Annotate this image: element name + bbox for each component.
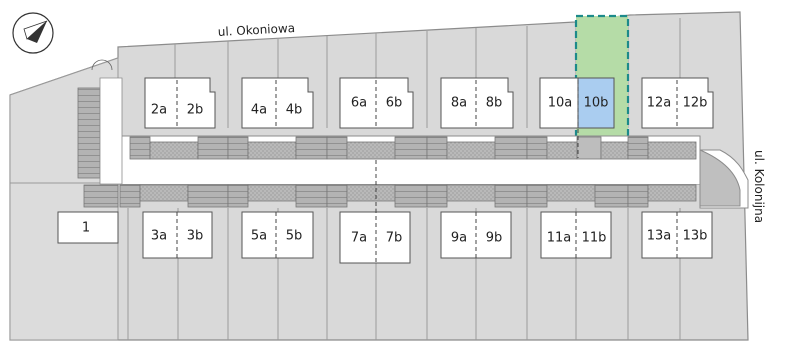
north-driveways bbox=[129, 136, 697, 160]
unit-label[interactable]: 5b bbox=[286, 229, 303, 244]
unit-label[interactable]: 4a bbox=[251, 103, 267, 118]
unit-label[interactable]: 10a bbox=[548, 96, 573, 111]
road-strip bbox=[118, 160, 700, 184]
unit-label[interactable]: 6a bbox=[351, 96, 367, 111]
unit-label[interactable]: 2a bbox=[151, 103, 167, 118]
unit-label[interactable]: 2b bbox=[187, 103, 204, 118]
unit-label[interactable]: 11a bbox=[547, 231, 572, 246]
unit-label[interactable]: 3a bbox=[151, 229, 167, 244]
unit-label-selected[interactable]: 10b bbox=[584, 96, 609, 111]
street-label-east: ul. Kolonijna bbox=[752, 150, 766, 223]
north-arrow-icon bbox=[12, 12, 54, 54]
unit-label[interactable]: 7b bbox=[386, 231, 403, 246]
west-parking-lot bbox=[77, 59, 123, 185]
street-label-north: ul. Okoniowa bbox=[217, 21, 295, 39]
unit-label[interactable]: 13b bbox=[683, 229, 708, 244]
unit-label[interactable]: 13a bbox=[647, 229, 672, 244]
unit-label[interactable]: 7a bbox=[351, 231, 367, 246]
unit-label[interactable]: 8a bbox=[451, 96, 467, 111]
unit-label[interactable]: 8b bbox=[486, 96, 503, 111]
unit-label[interactable]: 11b bbox=[582, 231, 607, 246]
unit-label[interactable]: 1 bbox=[82, 221, 90, 236]
unit-label[interactable]: 12b bbox=[683, 96, 708, 111]
unit-label[interactable]: 5a bbox=[251, 229, 267, 244]
unit-label[interactable]: 9a bbox=[451, 231, 467, 246]
unit-label[interactable]: 3b bbox=[187, 229, 204, 244]
unit-label[interactable]: 6b bbox=[386, 96, 403, 111]
unit-labels: 1 2a 2b 3a 3b 4a 4b 5a 5b 6a 6b 7a 7b 8a… bbox=[82, 96, 708, 246]
road-turnaround bbox=[699, 149, 741, 207]
party-walls bbox=[176, 80, 678, 263]
south-driveways bbox=[83, 184, 697, 208]
unit-label[interactable]: 12a bbox=[647, 96, 672, 111]
unit-label[interactable]: 4b bbox=[286, 103, 303, 118]
unit-label[interactable]: 9b bbox=[486, 231, 503, 246]
